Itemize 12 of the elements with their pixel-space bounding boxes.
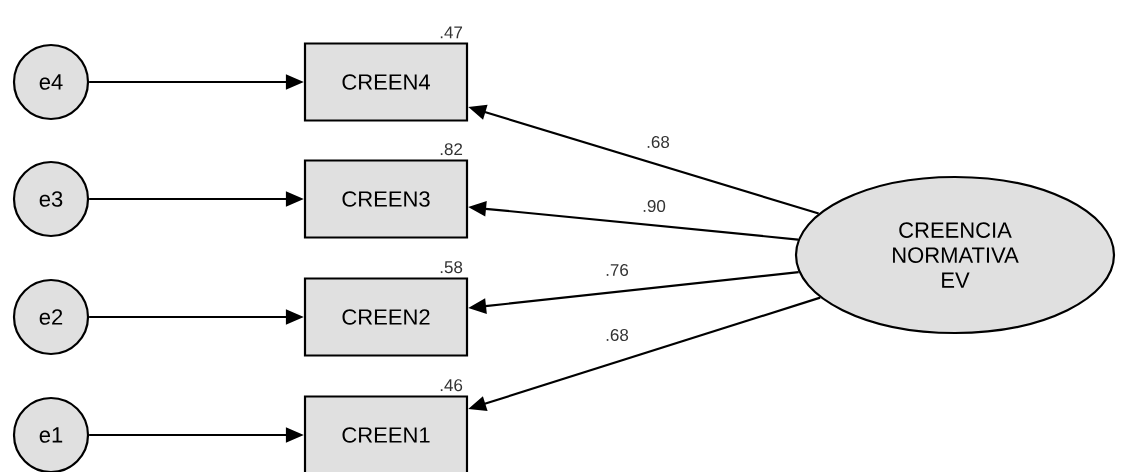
loading-value: .58 [440,261,463,274]
loading-value: .47 [440,26,463,39]
variable-box: CREEN2 [303,277,469,357]
edge-label: .68 [645,135,671,149]
edge-label: .90 [641,199,667,213]
edge-label: .68 [604,328,630,342]
edge-label: .76 [604,263,630,277]
loading-value: .82 [440,143,463,156]
loading-value: .46 [440,379,463,392]
variable-box: CREEN1 [303,395,469,472]
variable-box: CREEN4 [303,42,469,122]
variable-box: CREEN3 [303,159,469,239]
